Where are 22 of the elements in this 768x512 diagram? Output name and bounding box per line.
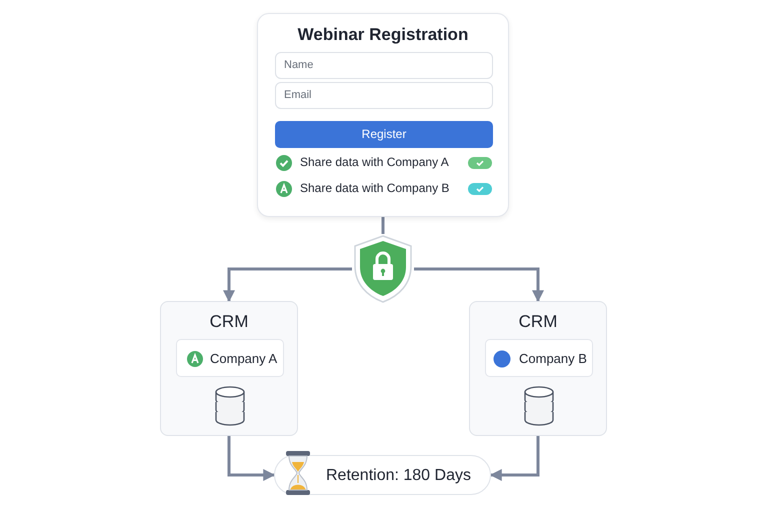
- company-card: [176, 339, 284, 377]
- crm-panel: [160, 301, 298, 436]
- connector-line: [382, 217, 384, 234]
- consent-text: Share data with Company B: [300, 181, 450, 195]
- company-name: Company B: [519, 351, 587, 366]
- arrow: [223, 268, 352, 302]
- crm-panel: [469, 301, 607, 436]
- arrow: [228, 436, 276, 481]
- shield-lock-icon: [352, 234, 414, 304]
- company-name: Company A: [210, 351, 278, 366]
- consent-text: Share data with Company A: [300, 155, 449, 169]
- form-card: [257, 13, 509, 217]
- company-card: [485, 339, 593, 377]
- retention-text: Retention: 180 Days: [326, 467, 471, 485]
- arrow: [414, 268, 544, 302]
- register-button: Register: [275, 121, 493, 148]
- form-title: Webinar Registration: [296, 25, 470, 45]
- panel-title: CRM: [208, 312, 250, 332]
- panel-title: CRM: [518, 312, 558, 332]
- input-field: Email: [275, 82, 493, 109]
- arrow: [490, 436, 540, 481]
- input-field: Name: [275, 52, 493, 79]
